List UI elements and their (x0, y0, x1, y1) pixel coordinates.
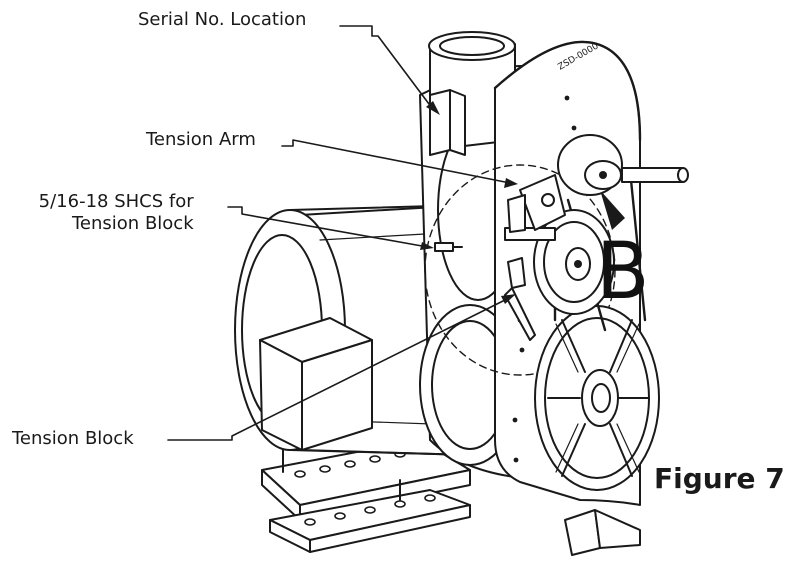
right-bracket (564, 509, 641, 556)
tension-block (504, 257, 536, 341)
shcs-bolt (434, 242, 463, 252)
tension-arm (507, 174, 566, 233)
serial-plate (429, 89, 466, 156)
tension-block-label: Tension Block (12, 428, 134, 449)
shcs-label-line-1: 5/16-18 SHCS for (38, 191, 194, 212)
tension-arm-label: Tension Arm (146, 129, 256, 150)
figure-title: Figure 7 (654, 462, 785, 495)
belt-guard-outline (424, 164, 616, 376)
shcs-label: 5/16-18 SHCS for Tension Block (34, 191, 194, 235)
upper-sheave (557, 134, 689, 196)
serial-location-label: Serial No. Location (138, 9, 307, 30)
leader-lines (167, 25, 518, 441)
lower-sheave (534, 305, 660, 491)
base-frame (261, 439, 471, 553)
shcs-label-line-2: Tension Block (72, 213, 194, 234)
idler-pulley (504, 209, 615, 315)
junction-box (259, 317, 373, 451)
callout-letter-b: B (596, 227, 650, 317)
